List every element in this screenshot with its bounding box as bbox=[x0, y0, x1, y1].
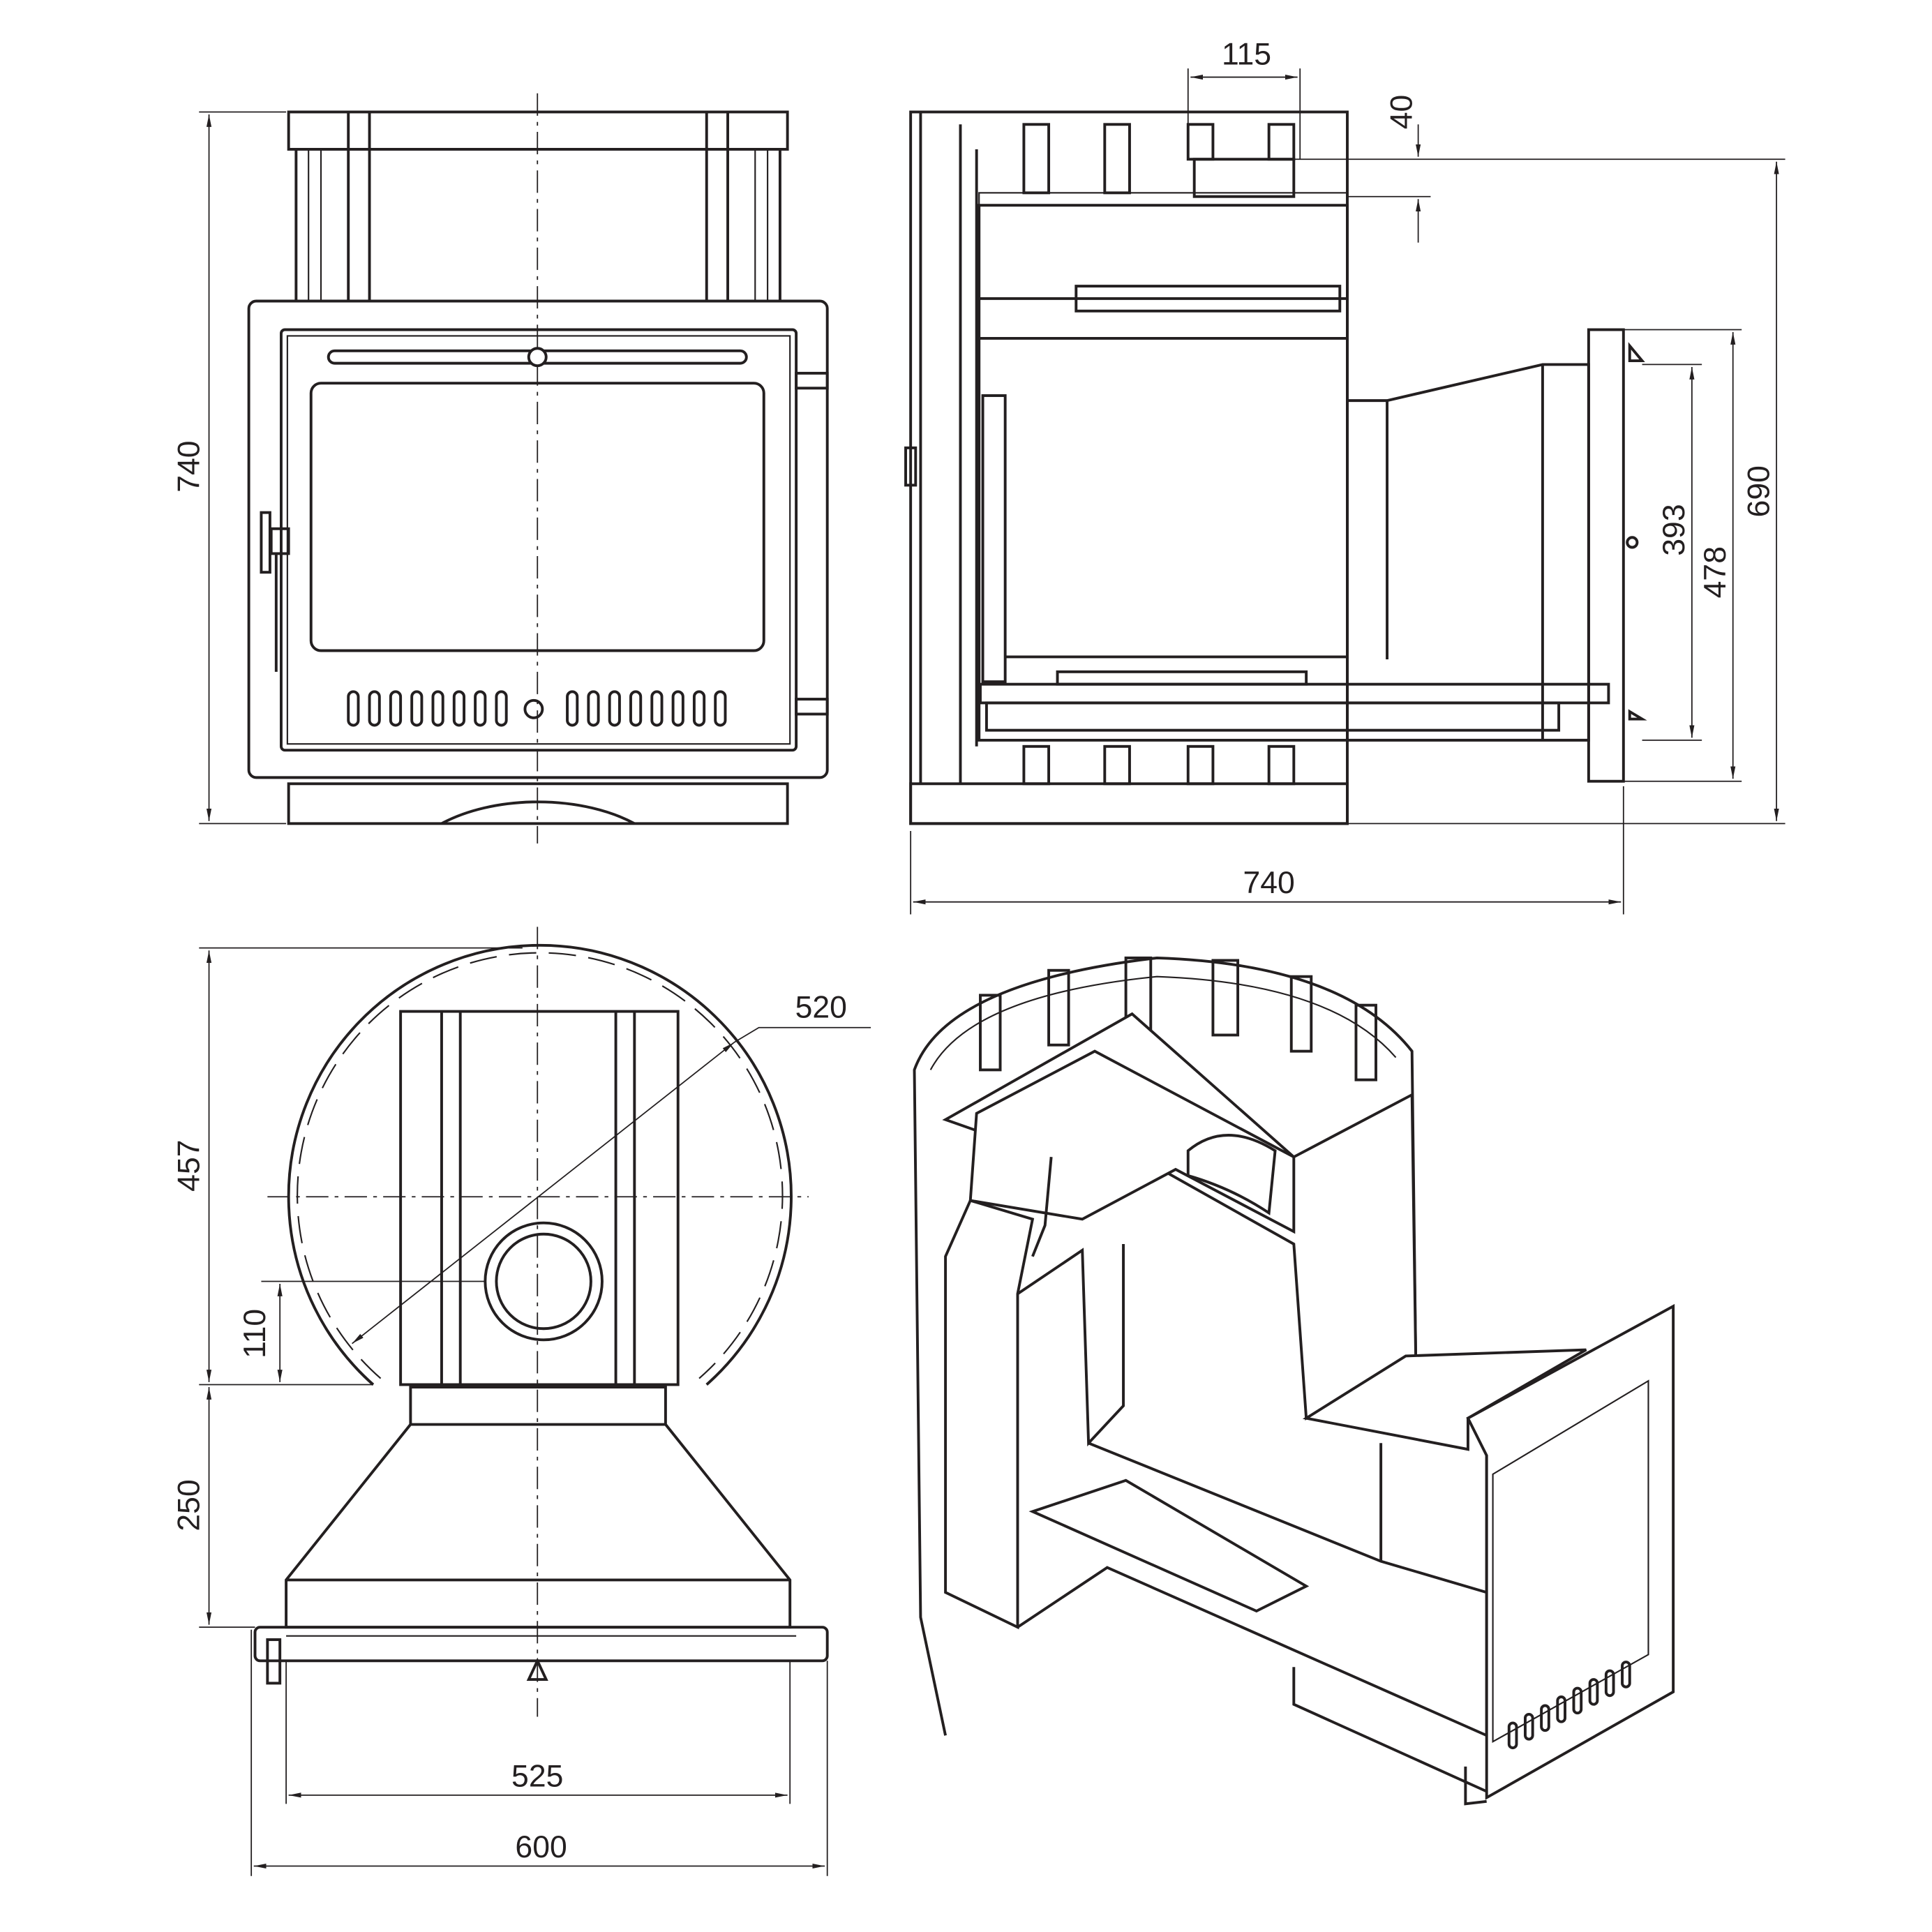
top-view: 520 457 110 250 525 600 bbox=[172, 927, 871, 1876]
door bbox=[279, 328, 798, 752]
front-view: 740 bbox=[172, 93, 829, 844]
stove-body bbox=[247, 299, 829, 779]
inner-width-label: 525 bbox=[511, 1759, 563, 1793]
top-width-label: 115 bbox=[1222, 38, 1271, 72]
bottom-vents bbox=[347, 690, 727, 727]
hole-offset-label: 110 bbox=[238, 1309, 272, 1358]
side-view: 740 115 40 690 478 393 bbox=[904, 38, 1785, 915]
door-glass bbox=[309, 382, 765, 652]
outer-width-label: 600 bbox=[515, 1830, 567, 1864]
isometric-view bbox=[913, 956, 1675, 1806]
side-width-label: 740 bbox=[1243, 866, 1294, 900]
side-height-label: 690 bbox=[1742, 465, 1776, 517]
door-handle-icon bbox=[260, 511, 290, 672]
iso-door-vents bbox=[1507, 1661, 1631, 1750]
top-bars bbox=[1022, 123, 1296, 786]
tunnel-inner-label: 393 bbox=[1657, 504, 1691, 555]
side-door-plate bbox=[1587, 328, 1625, 783]
tunnel-outer-label: 478 bbox=[1698, 546, 1732, 598]
diameter-label: 520 bbox=[795, 990, 847, 1024]
depth-label: 457 bbox=[172, 1139, 206, 1191]
flue-hole bbox=[484, 1221, 604, 1342]
top-offset-label: 40 bbox=[1385, 95, 1419, 130]
tunnel-length-label: 250 bbox=[172, 1479, 206, 1531]
top-rods bbox=[294, 112, 781, 301]
front-height-label: 740 bbox=[172, 440, 206, 492]
